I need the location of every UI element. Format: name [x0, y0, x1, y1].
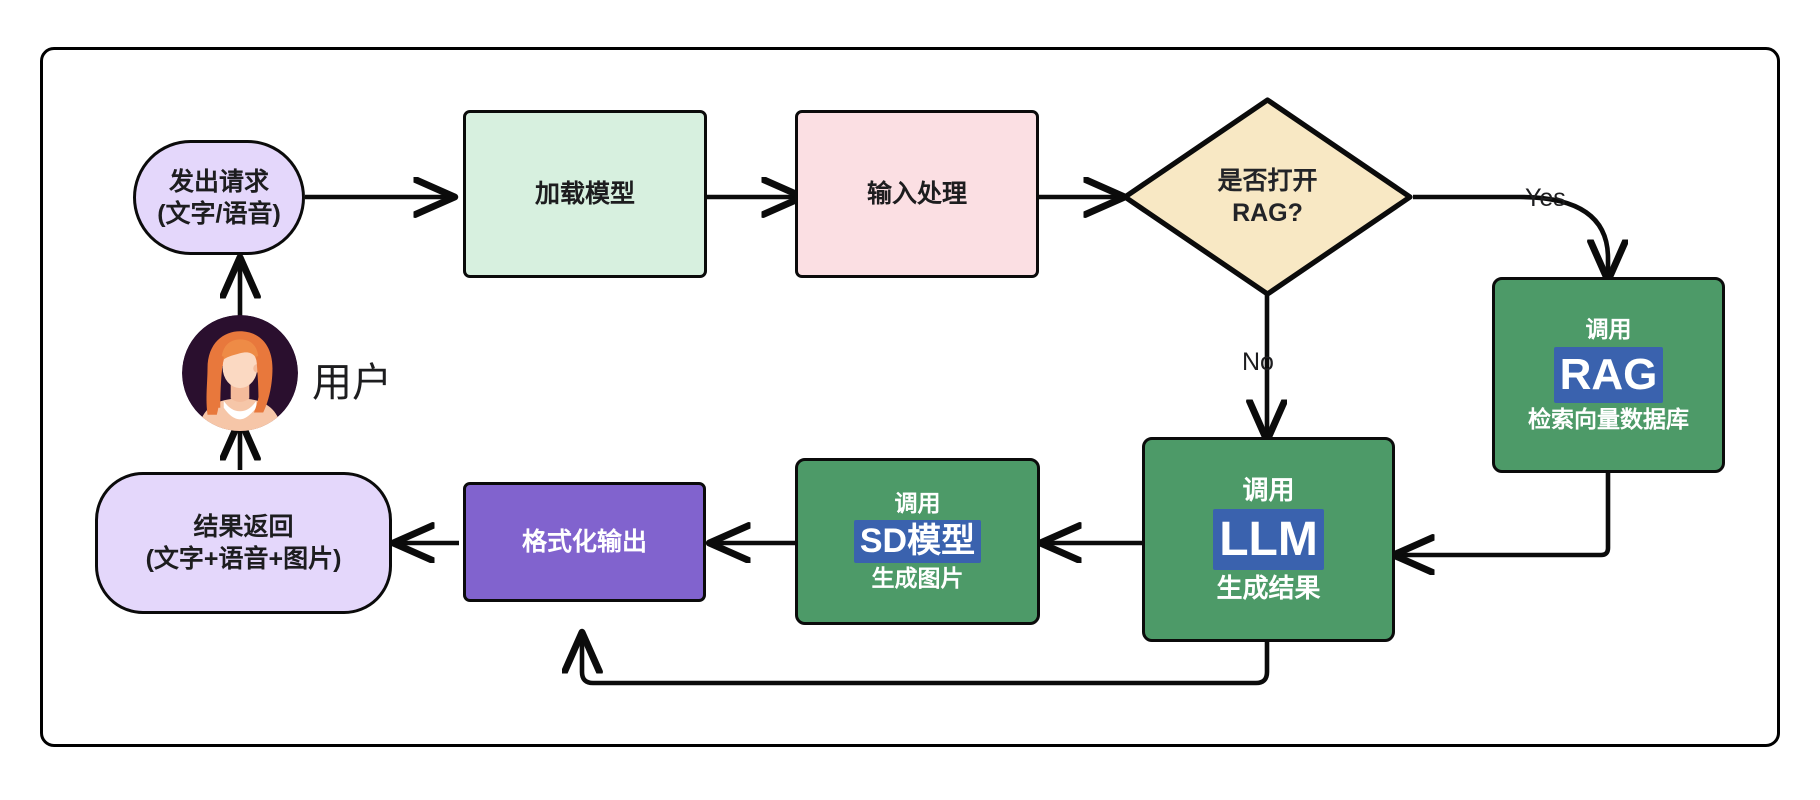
- edge-llm-feedback-to-format-output: [582, 635, 1270, 686]
- node-call-rag-suffix: 检索向量数据库: [1528, 406, 1689, 433]
- node-input-process[interactable]: 输入处理: [795, 110, 1039, 278]
- edge-rag-to-llm: [1396, 472, 1611, 555]
- node-call-llm-keyword: LLM: [1213, 508, 1324, 571]
- edge-decision-yes-to-rag: [1413, 194, 1608, 278]
- node-call-sd-keyword: SD模型: [853, 519, 982, 564]
- edge-label-no: No: [1242, 348, 1274, 376]
- node-result-line1: 结果返回: [193, 513, 294, 541]
- node-call-llm-suffix: 生成结果: [1216, 573, 1321, 604]
- node-call-llm[interactable]: 调用 LLM 生成结果: [1142, 437, 1395, 642]
- edge-label-yes: Yes: [1525, 184, 1566, 212]
- node-call-sd[interactable]: 调用 SD模型 生成图片: [795, 458, 1040, 625]
- user-label: 用户: [312, 361, 392, 405]
- node-result-line2: (文字+语音+图片): [145, 545, 342, 573]
- node-call-rag[interactable]: 调用 RAG 检索向量数据库: [1492, 277, 1725, 473]
- node-call-sd-suffix: 生成图片: [871, 565, 964, 592]
- node-call-rag-keyword: RAG: [1553, 346, 1664, 404]
- node-call-rag-prefix: 调用: [1585, 316, 1632, 343]
- node-format-output[interactable]: 格式化输出: [463, 482, 706, 602]
- node-call-llm-prefix: 调用: [1242, 474, 1295, 505]
- user-avatar-icon: [182, 315, 298, 431]
- node-request[interactable]: 发出请求 (文字/语音): [133, 140, 305, 255]
- node-load-model[interactable]: 加载模型: [463, 110, 707, 278]
- node-format-output-label: 格式化输出: [521, 528, 647, 556]
- node-input-process-label: 输入处理: [866, 180, 967, 208]
- node-result[interactable]: 结果返回 (文字+语音+图片): [95, 472, 392, 614]
- node-request-line2: (文字/语音): [157, 199, 281, 228]
- node-call-sd-prefix: 调用: [894, 490, 941, 517]
- node-decision-rag[interactable]: 是否打开 RAG?: [1122, 97, 1413, 297]
- node-load-model-label: 加载模型: [534, 180, 635, 208]
- node-request-line1: 发出请求: [168, 167, 269, 196]
